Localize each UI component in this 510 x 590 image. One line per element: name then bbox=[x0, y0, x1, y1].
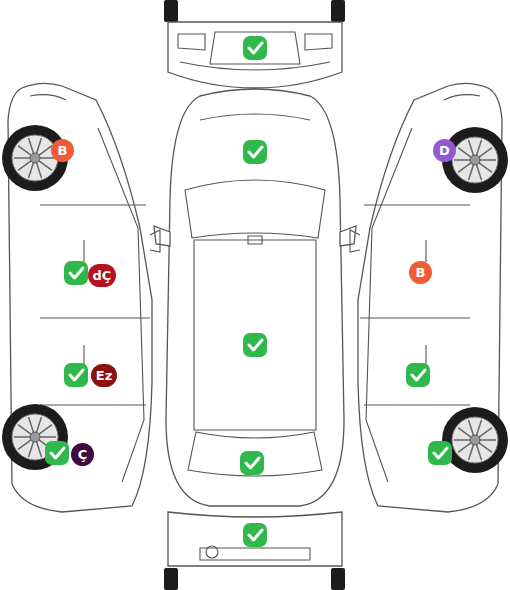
badge-letter: Ç bbox=[78, 448, 88, 461]
check-mark bbox=[45, 441, 69, 465]
check-mark bbox=[243, 36, 267, 60]
door-line bbox=[364, 204, 470, 205]
check-mark bbox=[428, 441, 452, 465]
roof bbox=[194, 240, 316, 430]
wheel bbox=[442, 407, 508, 473]
door-handle bbox=[83, 240, 84, 262]
exhaust bbox=[206, 546, 218, 558]
damage-badge: D bbox=[433, 139, 456, 162]
bumper-outline bbox=[168, 22, 342, 88]
headlight bbox=[305, 34, 332, 50]
damage-badge: B bbox=[51, 139, 74, 162]
door-line bbox=[40, 204, 146, 205]
windshield bbox=[185, 180, 325, 238]
check-mark bbox=[64, 261, 88, 285]
headlight bbox=[444, 95, 480, 100]
mirror bbox=[150, 230, 160, 252]
badge-letter: B bbox=[416, 266, 426, 279]
check-mark bbox=[243, 523, 267, 547]
window-line bbox=[366, 128, 412, 482]
body-outline bbox=[8, 83, 152, 512]
check-marks bbox=[45, 36, 452, 547]
badge-letter: Ez bbox=[96, 369, 112, 382]
badge-letter: B bbox=[58, 144, 68, 157]
check-mark bbox=[406, 363, 430, 387]
door-handle bbox=[425, 240, 426, 262]
door-line bbox=[360, 317, 470, 318]
wheel bbox=[2, 404, 68, 470]
body-outline bbox=[358, 83, 502, 512]
badge-letter: dÇ bbox=[93, 269, 112, 282]
door-line bbox=[364, 404, 470, 405]
check-mark bbox=[243, 333, 267, 357]
mirror bbox=[154, 226, 170, 246]
damage-badge: Ç bbox=[71, 443, 94, 466]
headlight bbox=[178, 34, 205, 50]
damage-badge: Ez bbox=[91, 364, 117, 387]
rear-bumper bbox=[164, 512, 345, 590]
tire bbox=[331, 0, 345, 22]
badge-letter: D bbox=[439, 144, 450, 157]
hood-line bbox=[200, 114, 310, 120]
mirror bbox=[350, 230, 360, 252]
damage-badge: dÇ bbox=[88, 264, 116, 287]
mirror bbox=[340, 226, 356, 246]
body-outline bbox=[166, 89, 344, 506]
grille bbox=[210, 32, 300, 64]
door-line bbox=[40, 317, 150, 318]
antenna bbox=[248, 236, 262, 244]
check-mark bbox=[243, 140, 267, 164]
tire bbox=[164, 0, 178, 22]
tire bbox=[331, 568, 345, 590]
check-mark bbox=[240, 451, 264, 475]
front-bumper bbox=[164, 0, 345, 88]
rear-window bbox=[188, 432, 322, 476]
bumper-outline bbox=[168, 512, 342, 566]
plate-area bbox=[200, 548, 310, 560]
car-top-view bbox=[154, 89, 356, 506]
wheel bbox=[442, 127, 508, 193]
headlight bbox=[30, 95, 66, 100]
door-line bbox=[40, 404, 146, 405]
damage-badge: B bbox=[409, 261, 432, 284]
car-left-view bbox=[2, 83, 160, 512]
tire bbox=[164, 568, 178, 590]
body-line bbox=[180, 62, 330, 70]
window-line bbox=[98, 128, 144, 482]
car-right-view bbox=[350, 83, 508, 512]
check-mark bbox=[64, 363, 88, 387]
